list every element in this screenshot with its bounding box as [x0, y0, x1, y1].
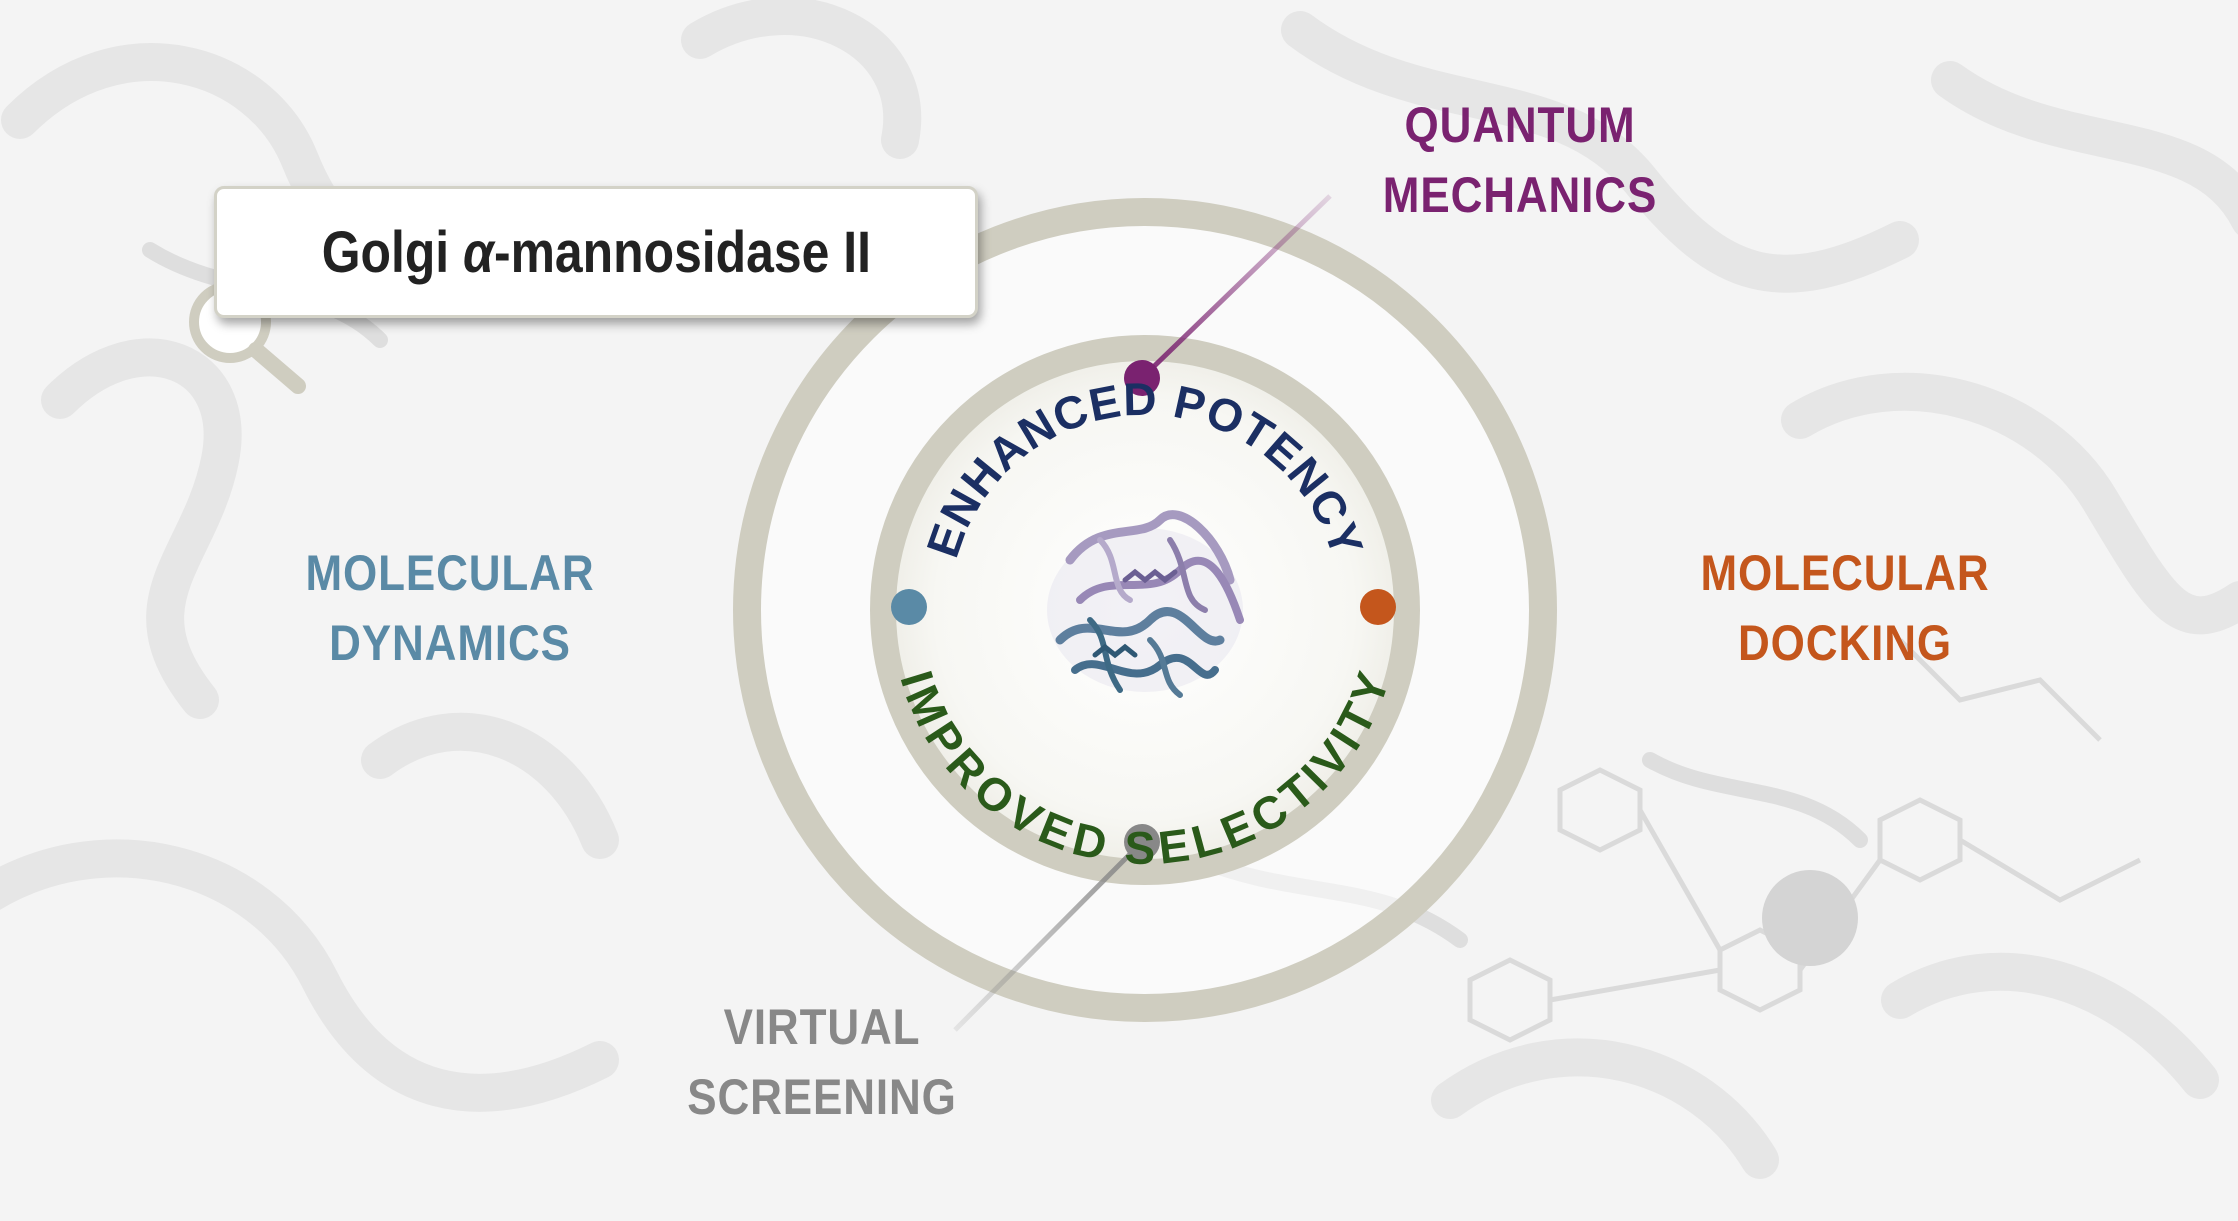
- dock-line-1: MOLECULAR: [1700, 545, 1990, 601]
- vs-dot: [1124, 824, 1160, 860]
- title-greek-letter: α: [462, 219, 494, 285]
- vs-line-2: SCREENING: [687, 1069, 957, 1125]
- quantum-mechanics-label: QUANTUM MECHANICS: [1344, 90, 1696, 230]
- molecular-docking-label: MOLECULAR DOCKING: [1669, 538, 2021, 678]
- title-box: Golgi α-mannosidase II: [214, 186, 978, 318]
- vs-line-1: VIRTUAL: [723, 999, 921, 1055]
- qm-line-2: MECHANICS: [1382, 167, 1658, 223]
- virtual-screening-label: VIRTUAL SCREENING: [646, 992, 998, 1132]
- qm-connector-line: [1140, 194, 1332, 380]
- md-line-2: DYNAMICS: [329, 615, 571, 671]
- dock-dot: [1360, 589, 1396, 625]
- molecular-dynamics-label: MOLECULAR DYNAMICS: [274, 538, 626, 678]
- protein-structure-icon: [1047, 510, 1244, 698]
- qm-dot: [1124, 360, 1160, 396]
- qm-line-1: QUANTUM: [1404, 97, 1636, 153]
- dock-line-2: DOCKING: [1738, 615, 1952, 671]
- enzyme-title: Golgi α-mannosidase II: [321, 219, 870, 286]
- vs-connector-line: [953, 840, 1144, 1032]
- md-dot: [891, 589, 927, 625]
- md-line-1: MOLECULAR: [305, 545, 595, 601]
- title-suffix: -mannosidase II: [493, 219, 871, 285]
- title-prefix: Golgi: [321, 219, 463, 285]
